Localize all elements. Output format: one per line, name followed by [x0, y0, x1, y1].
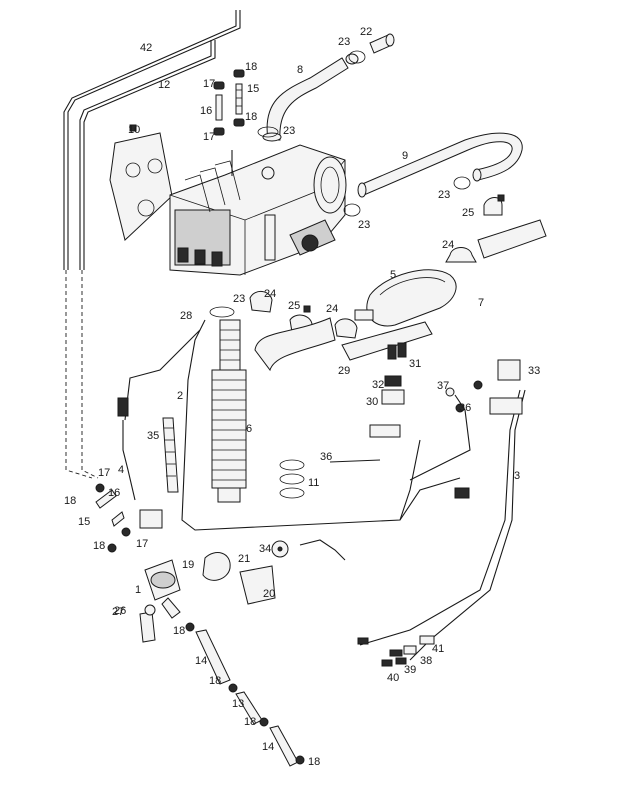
callout: 23 [233, 293, 245, 305]
callout: 23 [358, 219, 370, 231]
fuse-holder [329, 375, 483, 463]
callout: 42 [140, 42, 152, 54]
callout: 4 [118, 464, 124, 476]
callout: 14 [262, 741, 274, 753]
callout: 23 [338, 36, 350, 48]
callout: 15 [78, 516, 90, 528]
callout: 41 [432, 643, 444, 655]
connectors [357, 635, 435, 667]
wiring-harness [117, 319, 526, 661]
callout: 18 [93, 540, 105, 552]
silencer [354, 269, 457, 327]
callout: 36 [320, 451, 332, 463]
callout: 34 [259, 543, 271, 555]
callout: 38 [420, 655, 432, 667]
callout: 32 [372, 379, 384, 391]
flexible-hose [162, 417, 179, 493]
mounting-plate [109, 124, 173, 241]
callout: 16 [108, 487, 120, 499]
callout: 17 [136, 538, 148, 550]
callout: 31 [409, 358, 421, 370]
callout: 17 [203, 131, 215, 143]
flexible-exhaust-pipe [211, 319, 247, 503]
callout: 7 [478, 297, 484, 309]
callout: 40 [387, 672, 399, 684]
callout: 18 [64, 495, 76, 507]
callout: 30 [366, 396, 378, 408]
callout: 28 [180, 310, 192, 322]
callout: 1 [135, 584, 141, 596]
callout: 2 [177, 390, 183, 402]
callout: 33 [528, 365, 540, 377]
callout: 13 [232, 698, 244, 710]
callout: 36 [459, 402, 471, 414]
callout: 12 [158, 79, 170, 91]
callout: 6 [246, 423, 252, 435]
callout: 24 [442, 239, 454, 251]
callout: 14 [195, 655, 207, 667]
callout: 11 [308, 477, 319, 489]
callout: 27 [112, 606, 124, 618]
hose-clamps [209, 50, 471, 318]
callout: 18 [245, 111, 257, 123]
lower-fuel-line [95, 483, 305, 767]
callout: 19 [182, 559, 194, 571]
callout: 35 [147, 430, 159, 442]
callout: 18 [173, 625, 185, 637]
hose-9 [357, 132, 523, 198]
callout: 10 [128, 124, 140, 136]
springs [279, 459, 305, 499]
callout: 37 [437, 380, 449, 392]
callout: 18 [245, 61, 257, 73]
fuel-line-42 [63, 10, 241, 479]
callout: 17 [98, 467, 110, 479]
callout-labels: 1 2 3 4 5 6 7 8 9 10 11 12 13 14 14 15 1… [64, 26, 540, 768]
top-fuel-fittings [213, 69, 245, 136]
callout: 17 [203, 78, 215, 90]
callout: 39 [404, 664, 416, 676]
callout: 20 [263, 588, 275, 600]
fuel-pump [144, 539, 346, 619]
callout: 25 [288, 300, 300, 312]
callout: 23 [438, 189, 450, 201]
callout: 22 [360, 26, 372, 38]
callout: 24 [264, 288, 276, 300]
callout: 8 [297, 64, 303, 76]
callout: 26 [114, 605, 126, 617]
callout: 15 [247, 83, 259, 95]
mounting-bracket [341, 321, 433, 361]
callout: 24 [326, 303, 338, 315]
callout: 9 [402, 150, 408, 162]
callout: 18 [308, 756, 320, 768]
heater-unit [169, 144, 347, 276]
callout: 18 [209, 675, 221, 687]
callout: 18 [244, 716, 256, 728]
callout: 3 [514, 470, 520, 482]
callout: 5 [390, 269, 396, 281]
callout: 25 [462, 207, 474, 219]
callout: 23 [283, 125, 295, 137]
intake-hose [254, 219, 547, 372]
callout: 16 [200, 105, 212, 117]
fuel-line-12 [79, 40, 216, 479]
callout: 21 [238, 553, 250, 565]
callout: 29 [338, 365, 350, 377]
